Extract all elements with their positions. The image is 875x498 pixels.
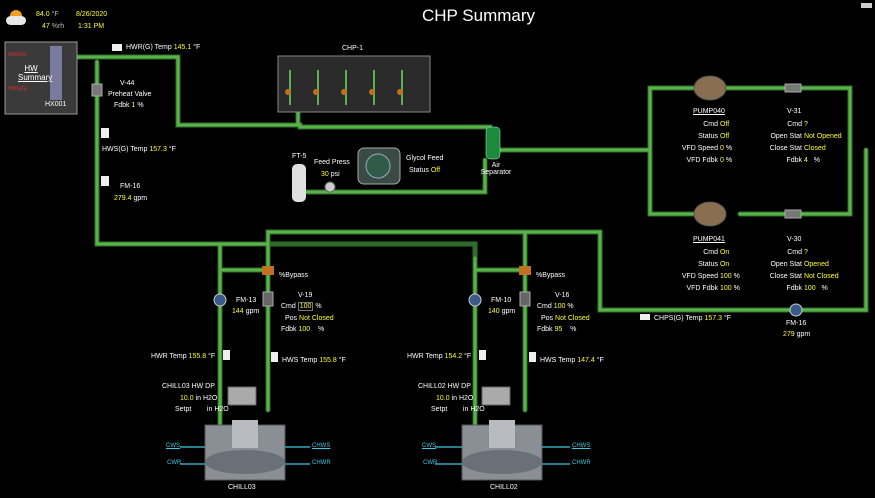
chill02-chwr-label: CHWR: [572, 460, 591, 466]
v44-fdbk: Fdbk 1 %: [114, 102, 144, 109]
temp-sensor-icon: [101, 128, 109, 138]
v44-name[interactable]: V-44: [120, 80, 135, 87]
v16-pos: Pos Not Closed: [541, 315, 590, 322]
chps-g-temp: CHPS(G) Temp 157.3 °F: [654, 315, 732, 322]
pump040-status-block: Cmd Off Status Off VFD Speed 0 % VFD Fdb…: [681, 121, 733, 164]
v19-fdbk: Fdbk 100 %: [281, 326, 325, 333]
outdoor-humidity: 47 %rh: [42, 23, 65, 30]
chill02-hws-temp: HWS Temp 147.4 °F: [540, 357, 604, 364]
pump041-name[interactable]: PUMP041: [693, 236, 725, 243]
chp1-name[interactable]: CHP-1: [342, 45, 364, 52]
pump041-status-block: Cmd On Status On VFD Speed 100 % VFD Fdb…: [681, 249, 740, 292]
temp-sensor-icon: [479, 350, 486, 360]
temp-sensor-icon: [271, 352, 278, 362]
hx-name: HX001: [45, 101, 67, 108]
chill03-cws-link[interactable]: CWS: [166, 443, 180, 449]
chill03-setpt: Setpt in H2O: [175, 406, 229, 413]
temp-sensor-icon: [529, 352, 536, 362]
temp-sensor-icon: [112, 44, 122, 51]
chill02-hwr-temp: HWR Temp 154.2 °F: [407, 353, 472, 360]
v16-cmd[interactable]: Cmd 100 %: [537, 303, 574, 310]
chill03-dp-value: 10.0 in H2O: [180, 395, 218, 402]
chill02-dp-label: CHILL02 HW DP: [418, 383, 471, 390]
chill03-hws-temp: HWS Temp 155.8 °F: [282, 357, 346, 364]
v44-subtitle: Preheat Valve: [108, 91, 152, 98]
v31-status-block: Cmd ? Open Stat Not Opened Close Stat Cl…: [769, 121, 842, 164]
v31-name[interactable]: V-31: [787, 108, 802, 115]
chill03-name[interactable]: CHILL03: [228, 484, 256, 491]
hwr-g-temp: HWR(G) Temp 145.1 °F: [126, 44, 201, 51]
glycol-status: Status Off: [409, 167, 441, 174]
hws-g-temp: HWS(G) Temp 157.3 °F: [102, 146, 176, 153]
temp-sensor-icon: [640, 314, 650, 320]
chill02-dp-value: 10.0 in H2O: [436, 395, 474, 402]
page-title: CHP Summary: [422, 6, 536, 25]
time-display: 1:31 PM: [78, 23, 105, 30]
v30-status-block: Cmd ? Open Stat Opened Close Stat Not Cl…: [769, 249, 839, 292]
v30-name[interactable]: V-30: [787, 236, 802, 243]
ft5-pressure: 30 psi: [321, 171, 340, 178]
chill02-chws-link[interactable]: CHWS: [572, 443, 591, 449]
ft5-name: FT-5: [292, 153, 307, 160]
fm16-left-value: 279.4 gpm: [114, 195, 148, 202]
chill02-name[interactable]: CHILL02: [490, 484, 518, 491]
hw-summary-link[interactable]: HW Summary: [18, 64, 53, 82]
bypass-right-label: %Bypass: [536, 272, 566, 279]
v19-cmd[interactable]: Cmd 100 %: [281, 302, 322, 311]
date-display: 8/26/2020: [76, 11, 108, 18]
chill02-cws-link[interactable]: CWS: [422, 443, 436, 449]
ft5-label: Feed Press: [314, 159, 350, 166]
hx-hwr-label: HWR(G): [8, 52, 28, 58]
fm16-right-value: 279 gpm: [783, 331, 811, 338]
temp-sensor-icon: [223, 350, 230, 360]
outdoor-temp: 84.0 °F: [36, 11, 59, 18]
fm10-value: 140 gpm: [488, 308, 516, 315]
fm10-name: FM-10: [491, 297, 512, 304]
chill03-dp-label: CHILL03 HW DP: [162, 383, 215, 390]
air-separator-name: Air Separator: [480, 162, 512, 176]
bypass-left-label: %Bypass: [279, 272, 309, 279]
pump040-name[interactable]: PUMP040: [693, 108, 725, 115]
chill03-chwr-label: CHWR: [312, 460, 331, 466]
fm16-right-name: FM-16: [786, 320, 807, 327]
v19-name[interactable]: V-19: [298, 292, 313, 299]
chill02-cwr-label: CWR: [423, 460, 438, 466]
chill03-cwr-label: CWR: [167, 460, 182, 466]
flow-meter-icon: [101, 176, 109, 186]
fm13-name: FM-13: [236, 297, 257, 304]
v19-pos: Pos Not Closed: [285, 315, 334, 322]
weather-icon: [6, 10, 28, 26]
chill03-hwr-temp: HWR Temp 155.8 °F: [151, 353, 216, 360]
fm13-value: 144 gpm: [232, 308, 260, 315]
hx-hws-label: HWS(G): [8, 86, 27, 92]
chill03-chws-link[interactable]: CHWS: [312, 443, 331, 449]
v16-fdbk: Fdbk 95 %: [537, 326, 577, 333]
glycol-title: Glycol Feed: [406, 155, 444, 162]
fm16-left-name: FM-16: [120, 183, 141, 190]
chill02-setpt: Setpt in H2O: [431, 406, 485, 413]
window-control-icon[interactable]: [861, 3, 872, 8]
v16-name[interactable]: V-16: [555, 292, 570, 299]
